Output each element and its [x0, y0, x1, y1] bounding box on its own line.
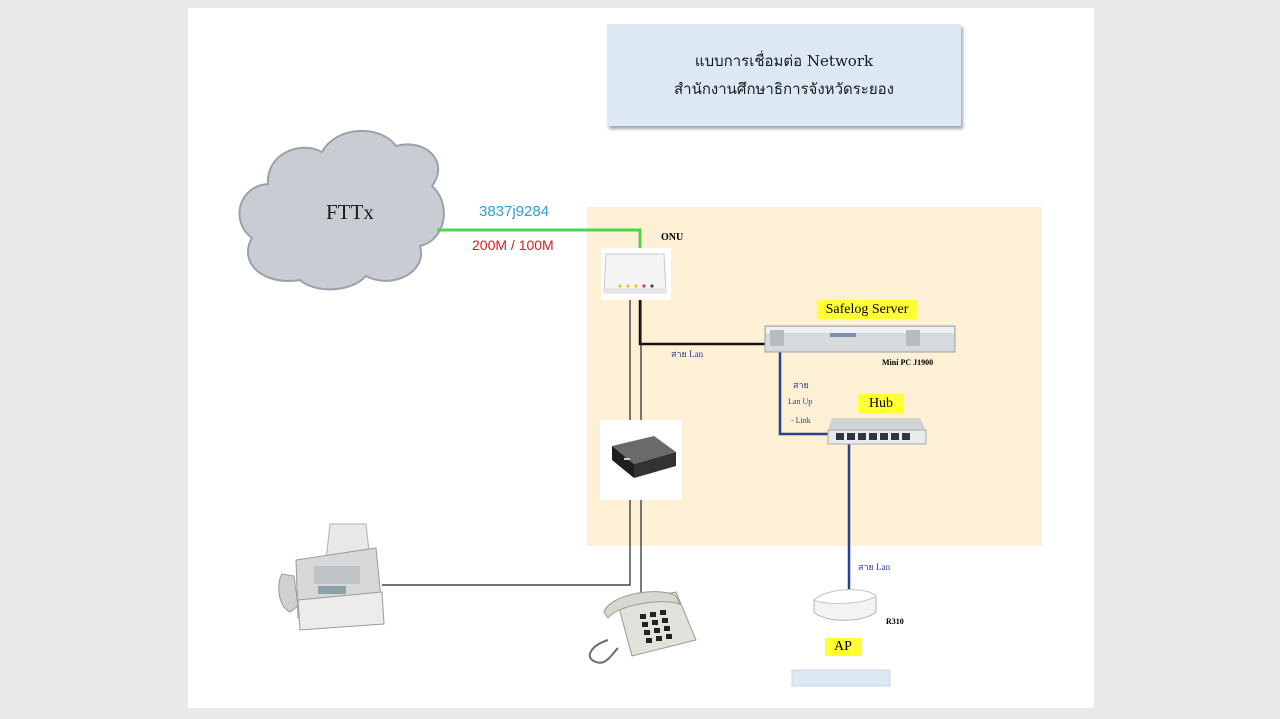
uplink-label-line-3: - Link — [791, 416, 811, 425]
ap-label: AP — [825, 638, 861, 656]
server-model-label: Mini PC J1900 — [882, 358, 934, 367]
diagram-title-box: แบบการเชื่อมต่อ Network สำนักงานศึกษาธิก… — [607, 24, 961, 126]
uplink-label-line-1: สาย — [793, 380, 809, 390]
title-line-2: สำนักงานศึกษาธิการจังหวัดระยอง — [674, 80, 894, 98]
phone-line-fax — [382, 296, 631, 586]
lan-cable-onu-server — [638, 296, 765, 346]
uplink-cable — [778, 352, 830, 436]
safelog-server-device — [764, 325, 956, 353]
fttx-cloud — [238, 129, 445, 291]
cloud-label: FTTx — [326, 200, 374, 224]
uplink-label-line-2: Lan Up — [788, 397, 813, 406]
title-line-1: แบบการเชื่อมต่อ Network — [694, 52, 874, 70]
speed-label: 200M / 100M — [472, 237, 554, 253]
ap-model-label: R310 — [886, 617, 904, 626]
access-point — [813, 589, 877, 621]
fiber-link — [437, 228, 642, 248]
onu-device — [601, 248, 671, 300]
hub-label: Hub — [858, 394, 904, 413]
hub-device — [827, 418, 927, 445]
lan-cable-label-2: สาย Lan — [858, 562, 891, 572]
mini-pc-device — [600, 420, 682, 500]
lan-cable-label-1: สาย Lan — [671, 349, 704, 359]
safelog-server-label: Safelog Server — [817, 300, 917, 319]
telephone — [588, 591, 697, 664]
fax-machine — [278, 523, 385, 631]
circuit-id-label: 3837j9284 — [479, 203, 550, 220]
footer-bar — [791, 669, 891, 687]
onu-label: ONU — [661, 232, 684, 243]
